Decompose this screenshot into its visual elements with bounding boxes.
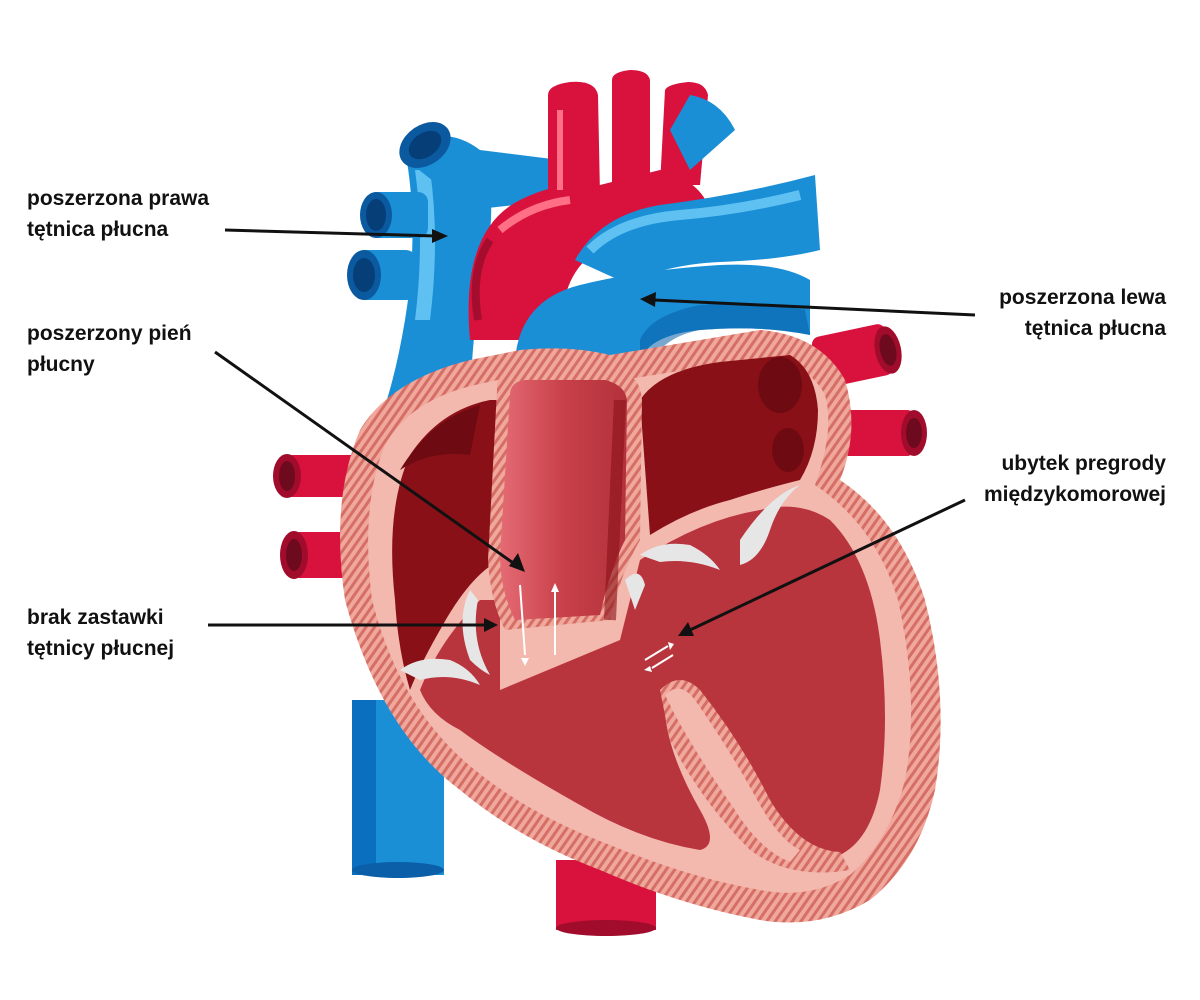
label-line: poszerzona lewa — [999, 286, 1166, 309]
valve-leaflets — [400, 485, 800, 685]
right-pulmonary-veins — [347, 192, 428, 300]
label-absent-valve: brak zastawki tętnicy płucnej — [27, 602, 174, 664]
label-left-pulmonary-artery: poszerzona lewa tętnica płucna — [999, 282, 1166, 344]
label-line: płucny — [27, 353, 95, 376]
label-pulmonary-trunk: poszerzony pień płucny — [27, 318, 192, 380]
arrowhead-left-pulmonary-artery — [640, 292, 656, 307]
inferior-vena-cava — [352, 700, 444, 878]
label-right-pulmonary-artery: poszerzona prawa tętnica płucna — [27, 183, 209, 245]
pulmonary-trunk — [488, 365, 642, 630]
leader-septal-defect — [689, 498, 966, 632]
annotation-lines — [208, 228, 976, 636]
label-line: poszerzony pień — [27, 322, 192, 345]
leader-left-pulmonary-artery — [653, 298, 976, 317]
label-septal-defect: ubytek pregrody międzykomorowej — [984, 448, 1166, 510]
label-line: poszerzona prawa — [27, 187, 210, 210]
flow-arrows — [519, 583, 674, 672]
label-line: tętnica płucna — [1024, 317, 1166, 340]
leader-pulmonary-trunk — [214, 350, 517, 567]
label-line: brak zastawki — [27, 606, 164, 629]
arrowhead-pulmonary-trunk — [509, 553, 525, 572]
right-vessel-stubs — [811, 324, 927, 456]
left-atrium — [640, 355, 818, 535]
arrowhead-right-pulmonary-artery — [432, 229, 448, 243]
arrowhead-absent-valve — [484, 618, 498, 632]
leader-right-pulmonary-artery — [224, 228, 437, 238]
arrowhead-septal-defect — [678, 622, 694, 636]
label-line: międzykomorowej — [983, 483, 1166, 506]
label-line: tętnicy płucnej — [27, 637, 175, 660]
label-line: tętnica płucna — [27, 218, 169, 241]
label-line: ubytek pregrody — [1001, 452, 1166, 475]
right-atrium — [392, 400, 505, 690]
superior-vena-cava — [380, 122, 560, 420]
